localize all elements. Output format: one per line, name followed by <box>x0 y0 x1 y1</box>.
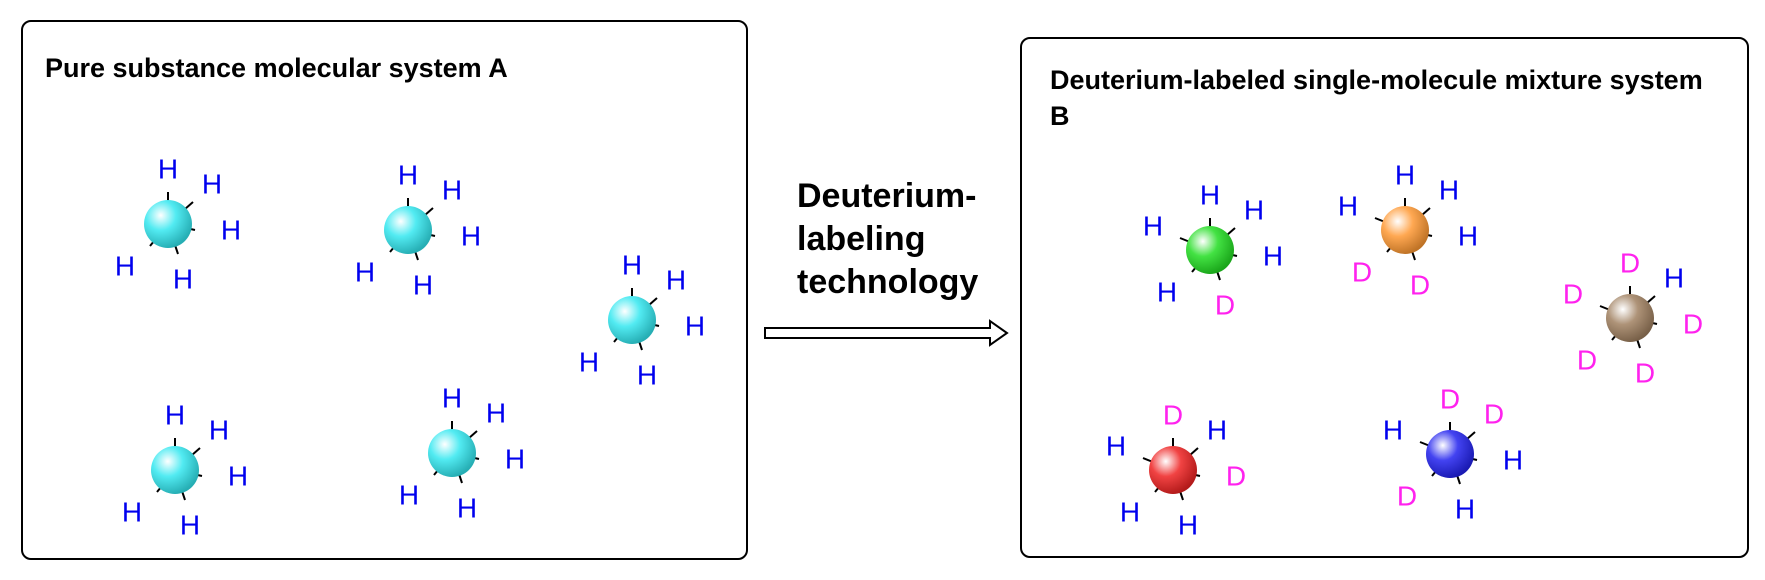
panel-a-title: Pure substance molecular system A <box>45 53 508 83</box>
hydrogen-label: H <box>180 510 200 541</box>
carbon-atom-sphere <box>1186 226 1234 274</box>
hydrogen-label: H <box>1338 191 1358 222</box>
hydrogen-label: H <box>209 415 229 446</box>
carbon-atom-sphere <box>1381 206 1429 254</box>
carbon-atom-sphere <box>608 296 656 344</box>
hydrogen-label: H <box>158 154 178 185</box>
deuterium-label: D <box>1577 345 1597 376</box>
carbon-atom-sphere <box>428 429 476 477</box>
hydrogen-label: H <box>165 400 185 431</box>
hydrogen-label: H <box>666 265 686 296</box>
deuterium-label: D <box>1215 290 1235 321</box>
hydrogen-label: H <box>122 497 142 528</box>
arrow-label: Deuterium- labeling technology <box>797 177 979 301</box>
hydrogen-label: H <box>1143 211 1163 242</box>
hydrogen-label: H <box>1664 263 1684 294</box>
hydrogen-label: H <box>115 251 135 282</box>
hydrogen-label: H <box>399 480 419 511</box>
hydrogen-label: H <box>461 221 481 252</box>
carbon-atom-sphere <box>1149 446 1197 494</box>
deuterium-label: D <box>1620 248 1640 279</box>
hydrogen-label: H <box>1157 277 1177 308</box>
deuterium-label: D <box>1352 257 1372 288</box>
deuterium-label: D <box>1440 384 1460 415</box>
hydrogen-label: H <box>457 493 477 524</box>
carbon-atom-sphere <box>1426 430 1474 478</box>
hydrogen-label: H <box>228 461 248 492</box>
carbon-atom-sphere <box>384 206 432 254</box>
carbon-atom-sphere <box>144 200 192 248</box>
hydrogen-label: H <box>413 270 433 301</box>
hydrogen-label: H <box>355 257 375 288</box>
hydrogen-label: H <box>202 169 222 200</box>
deuterium-label: D <box>1397 481 1417 512</box>
panel-system-b <box>1020 37 1749 558</box>
hydrogen-label: H <box>1200 180 1220 211</box>
hydrogen-label: H <box>221 215 241 246</box>
panel-system-a <box>21 20 748 560</box>
hydrogen-label: H <box>1458 221 1478 252</box>
deuterium-label: D <box>1226 461 1246 492</box>
hydrogen-label: H <box>1106 431 1126 462</box>
hydrogen-label: H <box>505 444 525 475</box>
hydrogen-label: H <box>1383 415 1403 446</box>
deuterium-label: D <box>1410 270 1430 301</box>
hydrogen-label: H <box>1207 415 1227 446</box>
hydrogen-label: H <box>622 250 642 281</box>
panel-b-title: Deuterium-labeled single-molecule mixtur… <box>1050 65 1703 131</box>
hydrogen-label: H <box>398 160 418 191</box>
hydrogen-label: H <box>685 311 705 342</box>
hydrogen-label: H <box>1244 195 1264 226</box>
carbon-atom-sphere <box>1606 294 1654 342</box>
deuterium-label: D <box>1563 279 1583 310</box>
hydrogen-label: H <box>486 398 506 429</box>
deuterium-label: D <box>1635 358 1655 389</box>
hydrogen-label: H <box>173 264 193 295</box>
hydrogen-label: H <box>637 360 657 391</box>
carbon-atom-sphere <box>151 446 199 494</box>
arrow-shape <box>764 319 1009 347</box>
hydrogen-label: H <box>1120 497 1140 528</box>
hydrogen-label: H <box>1395 160 1415 191</box>
deuterium-label: D <box>1484 399 1504 430</box>
hydrogen-label: H <box>442 383 462 414</box>
deuterium-label: D <box>1163 400 1183 431</box>
hydrogen-label: H <box>579 347 599 378</box>
hydrogen-label: H <box>1455 494 1475 525</box>
hydrogen-label: H <box>1503 445 1523 476</box>
hydrogen-label: H <box>1439 175 1459 206</box>
transform-arrow <box>764 319 1009 347</box>
deuterium-label: D <box>1683 309 1703 340</box>
hydrogen-label: H <box>1263 241 1283 272</box>
hydrogen-label: H <box>1178 510 1198 541</box>
hydrogen-label: H <box>442 175 462 206</box>
